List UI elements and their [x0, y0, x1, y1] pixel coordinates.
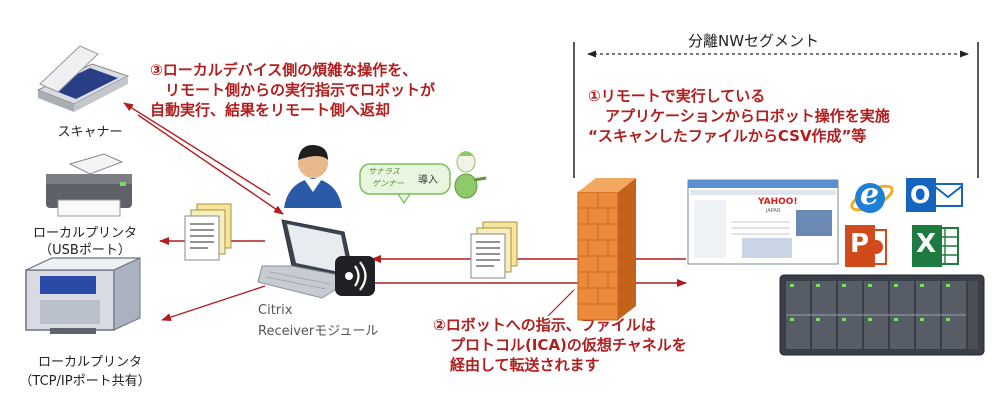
server-rack-icon: [0, 0, 1000, 415]
